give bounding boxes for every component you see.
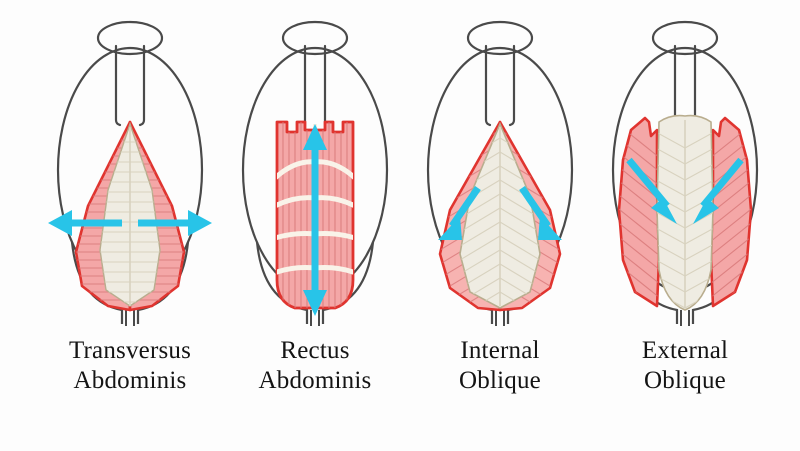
- head-outline: [281, 20, 349, 56]
- muscle-label-line1: Transversus: [68, 337, 192, 364]
- arrow-external-oblique-left: [626, 157, 677, 224]
- muscle-striations-vertical: [282, 122, 348, 308]
- head-outline: [651, 20, 719, 56]
- muscle-label-line2: Oblique: [644, 367, 726, 394]
- rectus-abdominis-illustration: [241, 20, 389, 326]
- pelvis-arc-left: [255, 241, 309, 324]
- sternum-column: [303, 44, 327, 124]
- figure-panel-rectus-abdominis: Rectus Abdominis: [215, 0, 415, 451]
- transversus-abdominis-illustration: [48, 20, 212, 326]
- arrow-transversus-right: [138, 210, 212, 236]
- arrow-internal-oblique-right: [519, 186, 562, 240]
- figure-panel-transversus-abdominis: Transversus Abdominis: [30, 0, 230, 451]
- arrow-external-oblique-right: [693, 157, 744, 224]
- figure-panel-external-oblique: External Oblique: [585, 0, 785, 451]
- figure-panel-internal-oblique: Internal Oblique: [400, 0, 600, 451]
- pelvis-midline: [125, 310, 135, 326]
- internal-oblique-illustration: [426, 20, 574, 326]
- sternum-column: [114, 44, 146, 127]
- muscle-label-transversus-abdominis: Transversus Abdominis: [30, 336, 230, 396]
- external-oblique-illustration: [611, 20, 759, 326]
- muscle-label-external-oblique: External Oblique: [585, 336, 785, 396]
- pelvis-arc-right: [321, 241, 375, 324]
- sternum-column: [673, 44, 697, 118]
- pelvis-midline: [495, 310, 505, 326]
- muscle-label-rectus-abdominis: Rectus Abdominis: [215, 336, 415, 396]
- head-outline: [466, 20, 534, 56]
- sternum-column: [484, 44, 516, 127]
- pelvis-midline: [680, 310, 690, 326]
- arrow-internal-oblique-left: [438, 186, 481, 240]
- arrow-transversus-left: [48, 210, 122, 236]
- muscle-label-line2: Abdominis: [258, 367, 372, 394]
- pelvis-midline: [310, 310, 320, 326]
- muscle-label-line2: Oblique: [459, 367, 541, 394]
- muscle-label-line1: Internal: [460, 337, 540, 364]
- muscle-label-line2: Abdominis: [73, 367, 187, 394]
- muscle-label-line1: Rectus: [280, 337, 350, 364]
- head-outline: [96, 20, 164, 56]
- muscle-label-line1: External: [641, 337, 729, 364]
- arrow-rectus-vertical: [303, 124, 327, 316]
- muscle-label-internal-oblique: Internal Oblique: [400, 336, 600, 396]
